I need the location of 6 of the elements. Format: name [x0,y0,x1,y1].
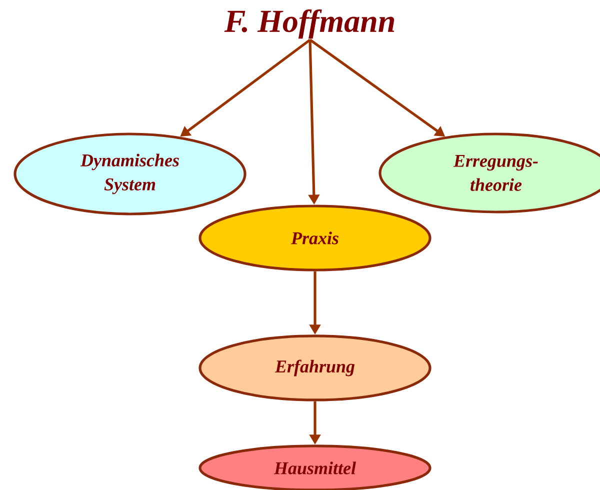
ellipse-node: Dynamisches System [14,132,246,216]
ellipse-node: Praxis [198,204,432,272]
ellipse-node: Erfahrung [198,334,432,402]
ellipse-node: Erregungs- theorie [378,132,600,214]
title-text: F. Hoffmann [224,9,394,39]
ellipse-node: Hausmittel [198,444,432,490]
